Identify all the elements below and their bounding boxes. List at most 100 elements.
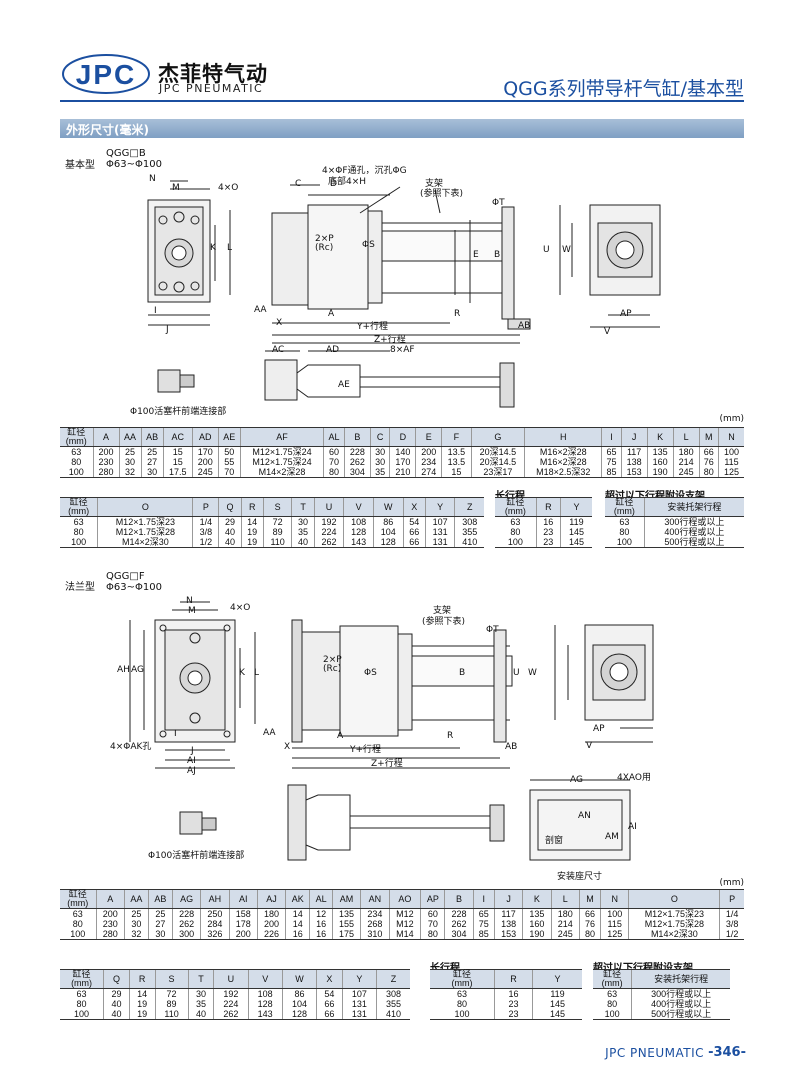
table-cell: 27 [147, 919, 173, 929]
table-cell: 23 [535, 537, 561, 548]
table-cell: 190 [646, 467, 674, 478]
table-header-cell: C [369, 427, 390, 447]
table-cell: 304 [343, 467, 371, 478]
table-cell: 170 [191, 446, 219, 457]
basic-bracket-title: 超过以下行程附设支架 [605, 491, 705, 502]
table-cell: 192 [313, 516, 344, 527]
flange-dim-k: K [239, 668, 245, 678]
table-header-cell: S [154, 969, 189, 989]
table-cell: M12×1.75深23 [628, 908, 720, 919]
table-header-cell: 缸径(mm) [593, 969, 632, 989]
page-number: -346- [708, 1045, 746, 1060]
table-header-cell: U [213, 969, 249, 989]
table-cell: 25 [147, 908, 173, 919]
flange-type-label: 法兰型 [65, 582, 95, 593]
table-cell: 80 [323, 467, 345, 478]
table-cell: M16×2深28 [524, 446, 602, 457]
table-cell: 100 [60, 1009, 104, 1020]
table-header-cell: 缸径(mm) [60, 889, 97, 909]
table-cell: 80 [71, 457, 82, 467]
table-cell: 224 [313, 527, 344, 537]
table-header-cell: N [600, 889, 629, 909]
table-cell: 300 [171, 929, 201, 940]
table-cell: 63 [607, 989, 618, 999]
table-cell: M12×1.75深28 [97, 527, 193, 537]
table-cell: 35 [369, 467, 390, 478]
header-rule [60, 100, 744, 102]
flange-dim-ab: AB [505, 742, 518, 752]
table-cell: 1/2 [719, 929, 744, 940]
table-cell: 190 [522, 929, 552, 940]
table-cell: 355 [376, 999, 410, 1009]
table-cell: 200 [92, 446, 120, 457]
table-cell: 13.5 [441, 457, 471, 467]
table-cell: 40 [103, 1009, 130, 1020]
table-cell: 15 [162, 457, 193, 467]
table-cell: 3/8 [192, 527, 219, 537]
table-cell: M12×1.75深23 [97, 516, 193, 527]
table-cell: 158 [228, 908, 258, 919]
table-cell: 75 [472, 919, 495, 929]
table-header-cell: J [493, 889, 523, 909]
footer-brand: JPC PNEUMATIC [605, 1046, 704, 1060]
basic-dim-x: X [276, 318, 283, 328]
table-cell: 25 [140, 446, 164, 457]
basic-dim-i: I [154, 306, 157, 316]
table-header-cell: Y [559, 497, 592, 517]
table-cell: 245 [191, 467, 219, 478]
table-cell: 30 [369, 446, 390, 457]
table-cell: 50 [217, 446, 241, 457]
basic-dim-e: E [473, 250, 479, 260]
table-cell: 14 [285, 919, 310, 929]
table-cell: 104 [372, 527, 404, 537]
table-header-cell: Y [532, 969, 582, 989]
table-cell: 100 [60, 537, 98, 548]
basic-dim-d: D [330, 179, 337, 189]
table-cell: 400行程或以上 [631, 999, 730, 1009]
table-cell: 25 [123, 908, 149, 919]
basic-port-p: 2×P [315, 234, 334, 244]
table-cell: 153 [493, 929, 523, 940]
flange-dim-ah: AH [117, 665, 130, 675]
table-cell: 63 [73, 517, 84, 527]
table-cell: 40 [218, 537, 242, 548]
table-cell: 143 [343, 537, 374, 548]
table-header-cell: A [92, 427, 120, 447]
flange-dim-l: L [254, 668, 260, 678]
basic-drawing [60, 165, 750, 415]
table-cell: 210 [389, 467, 416, 478]
table-cell: 15 [162, 446, 193, 457]
table-cell: 326 [200, 929, 230, 940]
flange-dim-m: M [188, 606, 196, 616]
table-cell: 262 [313, 537, 344, 548]
flange-dim-t: ΦT [486, 625, 499, 635]
flange-dim-ap: AP [593, 724, 605, 734]
table-cell: 226 [256, 929, 286, 940]
table-cell: 160 [522, 919, 552, 929]
table-cell: 100 [593, 1009, 632, 1020]
table-cell: M12×1.75深24 [239, 457, 324, 467]
table-cell: 80 [420, 929, 445, 940]
table-cell: 30 [147, 929, 173, 940]
section-band [60, 119, 744, 138]
basic-dim-t: ΦT [492, 198, 505, 208]
table-header-cell: AK [285, 889, 310, 909]
table-cell: 262 [171, 919, 201, 929]
table-cell: M14×2深30 [628, 929, 720, 940]
table-header-cell: L [672, 427, 700, 447]
table-cell: 304 [444, 929, 474, 940]
table-cell: 308 [376, 988, 410, 999]
flange-model: QGG□F [106, 571, 145, 582]
table-header-cell: S [262, 497, 292, 517]
table-header-cell: O [628, 889, 720, 909]
